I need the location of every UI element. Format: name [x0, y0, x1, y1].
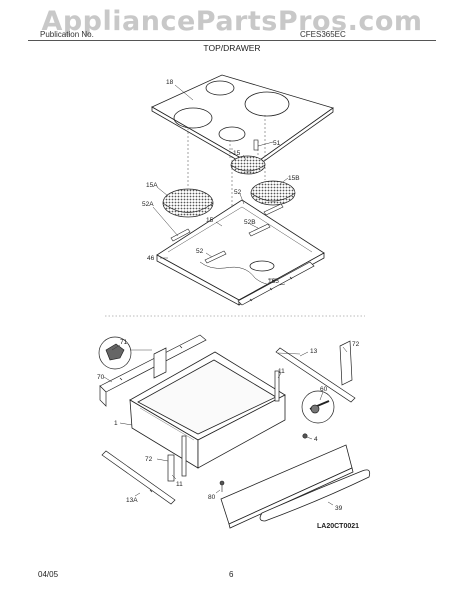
label-4: 4: [314, 436, 318, 443]
label-46: 46: [147, 255, 155, 262]
glass-cooktop: [151, 74, 334, 170]
header-rule: [28, 40, 436, 41]
label-18: 18: [166, 79, 174, 86]
right-drawer-rail-13: [275, 340, 356, 403]
label-51: 51: [273, 140, 281, 147]
rail-bracket-11-right: [274, 370, 280, 402]
left-drawer-rail-70: [99, 334, 207, 407]
label-52-top: 52: [234, 189, 242, 196]
label-52A: 52A: [142, 201, 154, 208]
label-15-mid: 15: [206, 217, 214, 224]
label-13-right: 13: [310, 348, 318, 355]
burner-element-15-top: [230, 155, 266, 175]
part-number-labels: 18 51 15 15B 15A 52 52A 15 52B 52 46 165…: [97, 79, 360, 530]
footer-page-number: 6: [229, 570, 234, 579]
label-70: 70: [97, 374, 105, 381]
label-72-right: 72: [352, 341, 360, 348]
burner-element-15B: [250, 180, 296, 206]
label-71: 71: [120, 339, 128, 346]
drawer-body-1: [129, 351, 286, 469]
clip-detail-71: [98, 336, 152, 370]
model-number: CFES365EC: [300, 30, 346, 39]
label-11-right: 11: [278, 368, 285, 375]
label-39: 39: [335, 505, 343, 512]
label-72-left: 72: [145, 456, 153, 463]
publication-label: Publication No.: [40, 30, 94, 39]
glide-detail-60: [301, 390, 335, 424]
label-15B: 15B: [288, 175, 300, 182]
screws: [219, 433, 308, 492]
label-13A: 13A: [126, 497, 138, 504]
drawer-panel-39: [220, 444, 371, 529]
rear-trim-165: [237, 261, 315, 306]
leader-lines-upper: [152, 84, 289, 280]
rail-bracket-11-left: [167, 435, 187, 482]
burner-element-15A: [162, 188, 214, 218]
label-60: 60: [320, 386, 328, 393]
mounting-brackets: [170, 139, 284, 264]
watermark: AppliancePartsPros.com: [41, 6, 423, 37]
label-11-left: 11: [176, 481, 183, 488]
left-drawer-rail-13A: [101, 450, 176, 505]
label-165: 165: [268, 278, 279, 285]
drawing-code: LA20CT0021: [317, 523, 359, 530]
leader-lines-lower: [103, 344, 348, 506]
label-15-top: 15: [233, 150, 241, 157]
label-15A: 15A: [146, 182, 158, 189]
label-1: 1: [114, 420, 118, 427]
footer-date: 04/05: [38, 570, 59, 579]
label-52-low: 52: [196, 248, 204, 255]
label-52B: 52B: [244, 219, 256, 226]
section-title: TOP/DRAWER: [203, 43, 261, 53]
label-80: 80: [208, 494, 216, 501]
